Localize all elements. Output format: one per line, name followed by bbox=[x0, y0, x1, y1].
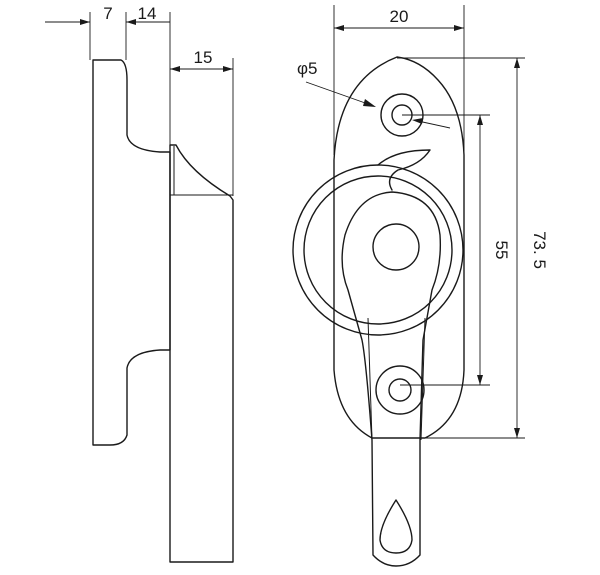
dim-label-14: 14 bbox=[138, 4, 157, 23]
front-view-bottom-hole-inner bbox=[388, 378, 412, 402]
front-view-pivot-boss bbox=[372, 223, 420, 271]
dim-side-cam: 15 bbox=[170, 48, 234, 196]
dim-label-20: 20 bbox=[390, 7, 409, 26]
dim-hole-spacing: 55 bbox=[400, 114, 511, 386]
front-view-base-plate bbox=[333, 56, 465, 439]
front-view-cam-ring-outer bbox=[292, 164, 464, 336]
dim-label-73-5: 73. 5 bbox=[530, 231, 549, 269]
front-view-cam-ring-inner bbox=[303, 175, 453, 325]
side-view-cam-body bbox=[169, 144, 234, 563]
dim-label-55: 55 bbox=[492, 241, 511, 260]
front-view-lever-body bbox=[341, 191, 442, 567]
dim-label-phi5: φ5 bbox=[297, 59, 317, 78]
dim-side-top: 7 14 bbox=[45, 4, 171, 146]
front-view-lever-edge-right bbox=[420, 317, 426, 441]
front-view-cam-hook bbox=[377, 149, 431, 191]
dim-overall-length: 73. 5 bbox=[397, 57, 549, 439]
front-view bbox=[292, 56, 465, 567]
dim-hole-diameter: φ5 bbox=[297, 59, 451, 129]
front-view-lever-edge-left bbox=[367, 317, 373, 441]
front-view-bottom-hole-outer bbox=[375, 365, 425, 415]
side-view bbox=[92, 59, 234, 563]
side-view-base-plate bbox=[92, 59, 171, 446]
front-view-handle-slot bbox=[379, 499, 413, 554]
dim-label-15: 15 bbox=[194, 48, 213, 67]
dim-front-width: 20 bbox=[333, 5, 465, 155]
dim-label-7: 7 bbox=[103, 4, 112, 23]
